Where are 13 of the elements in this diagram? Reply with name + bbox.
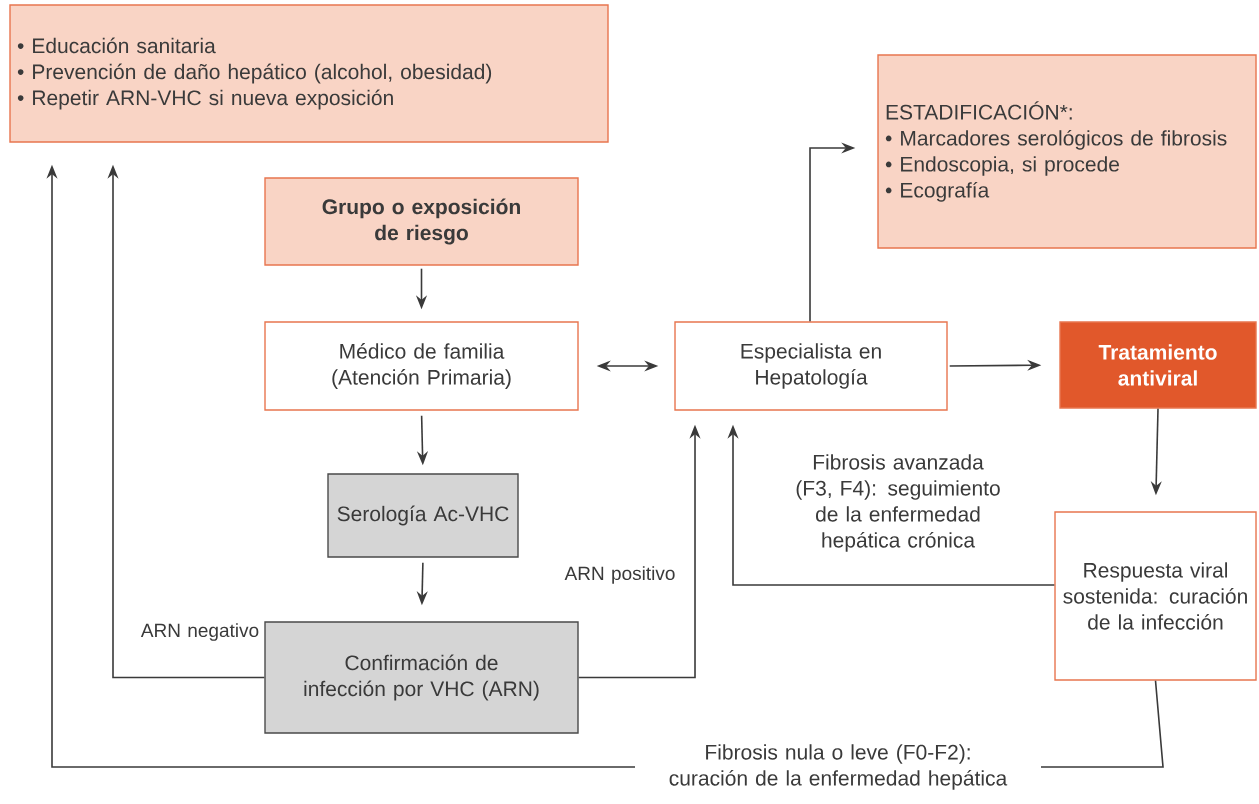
edge-label: Fibrosis avanzada (F3, F4): seguimiento de la enfermedad hepática crónica: [775, 451, 1021, 555]
info-box: Grupo o exposición de riesgo: [264, 177, 579, 266]
process-box: Tratamiento antiviral: [1059, 321, 1257, 409]
process-box: Médico de familia (Atención Primaria): [264, 321, 579, 411]
process-box: Serología Ac-VHC: [327, 473, 519, 558]
process-box: Especialista en Hepatología: [674, 321, 948, 411]
process-box: Confirmación de infección por VHC (ARN): [264, 621, 579, 734]
edge-label: Fibrosis nula o leve (F0-F2): curación de la enfermedad hepática: [635, 741, 1041, 793]
info-box: • Educación sanitaria • Prevención de daño hepático (alcohol, obesidad) • Repetir ARN-VHC si nueva exposición: [9, 4, 609, 143]
edge-label: ARN negativo: [137, 620, 263, 644]
edge-label: ARN positivo: [557, 563, 683, 587]
process-box: Respuesta viral sostenida: curación de la infección: [1054, 511, 1257, 681]
info-box: ESTADIFICACIÓN*: • Marcadores serológicos de fibrosis • Endoscopia, si procede • Ecografía: [877, 54, 1257, 249]
